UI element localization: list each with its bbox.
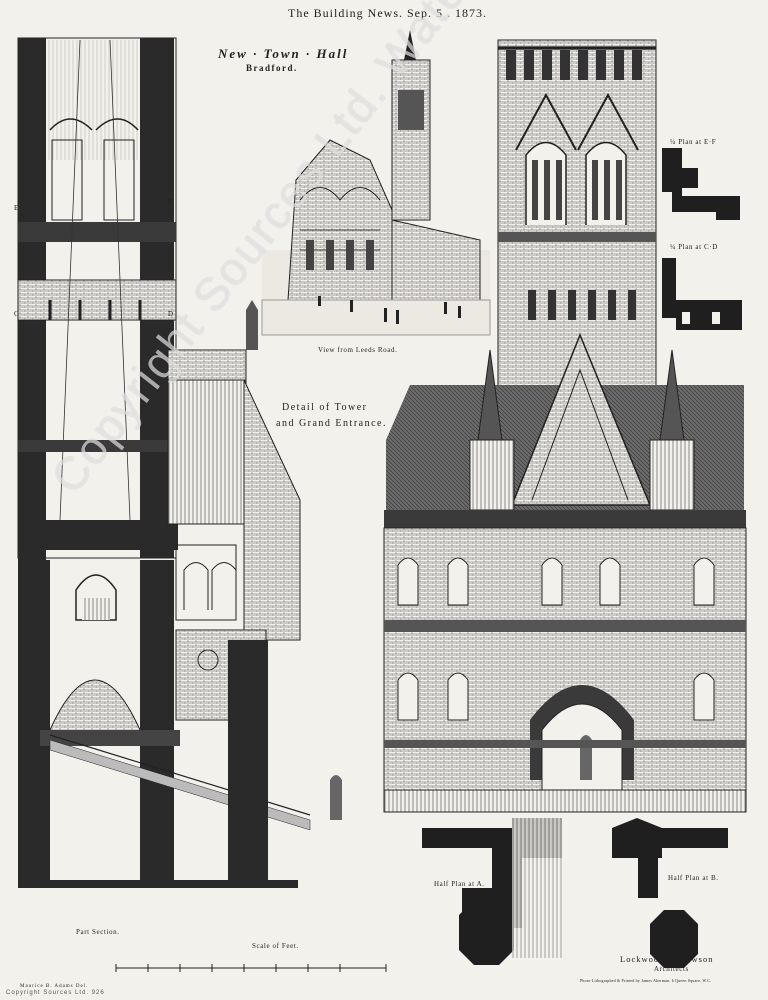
part-section-label: Part Section. (76, 928, 120, 936)
plan-ef-label: ¼ Plan at E·F (670, 138, 717, 146)
section-mark-c: C (14, 310, 20, 318)
printer-credit: Photo-Lithographed & Printed by James Ak… (580, 978, 712, 983)
grand-entrance-elevation (383, 333, 747, 813)
main-title: New · Town · Hall (218, 46, 349, 61)
section-mark-e: E (14, 204, 19, 212)
detail-title-line-2: and Grand Entrance. (276, 418, 387, 429)
quarter-plans (662, 148, 742, 330)
section-mark-f: F (168, 198, 173, 206)
view-caption: View from Leeds Road. (318, 346, 398, 354)
scale-bar (115, 964, 387, 972)
scale-of-feet-label: Scale of Feet. (252, 942, 299, 950)
half-plans (422, 818, 728, 968)
section-mark-d: D (168, 310, 174, 318)
plan-cd-label: ¼ Plan at C·D (670, 243, 718, 251)
footer-copyright: Copyright Sources Ltd. 926 (6, 990, 105, 996)
architects-name: Lockwood & Mawson (620, 954, 714, 964)
architects-role: Architects (654, 965, 689, 973)
detail-title-line-1: Detail of Tower (282, 402, 368, 413)
view-from-leeds-road (261, 30, 491, 336)
tower-section (17, 37, 342, 888)
half-plan-a-label: Half Plan at A. (434, 880, 485, 888)
tower-elevation (497, 39, 657, 401)
half-plan-b-label: Half Plan at B. (668, 874, 719, 882)
header-title: The Building News. Sep. 5 . 1873. (288, 6, 487, 20)
draughtsman-credit: Maurice B. Adams Del. (20, 984, 89, 989)
subtitle: Bradford. (246, 63, 298, 73)
